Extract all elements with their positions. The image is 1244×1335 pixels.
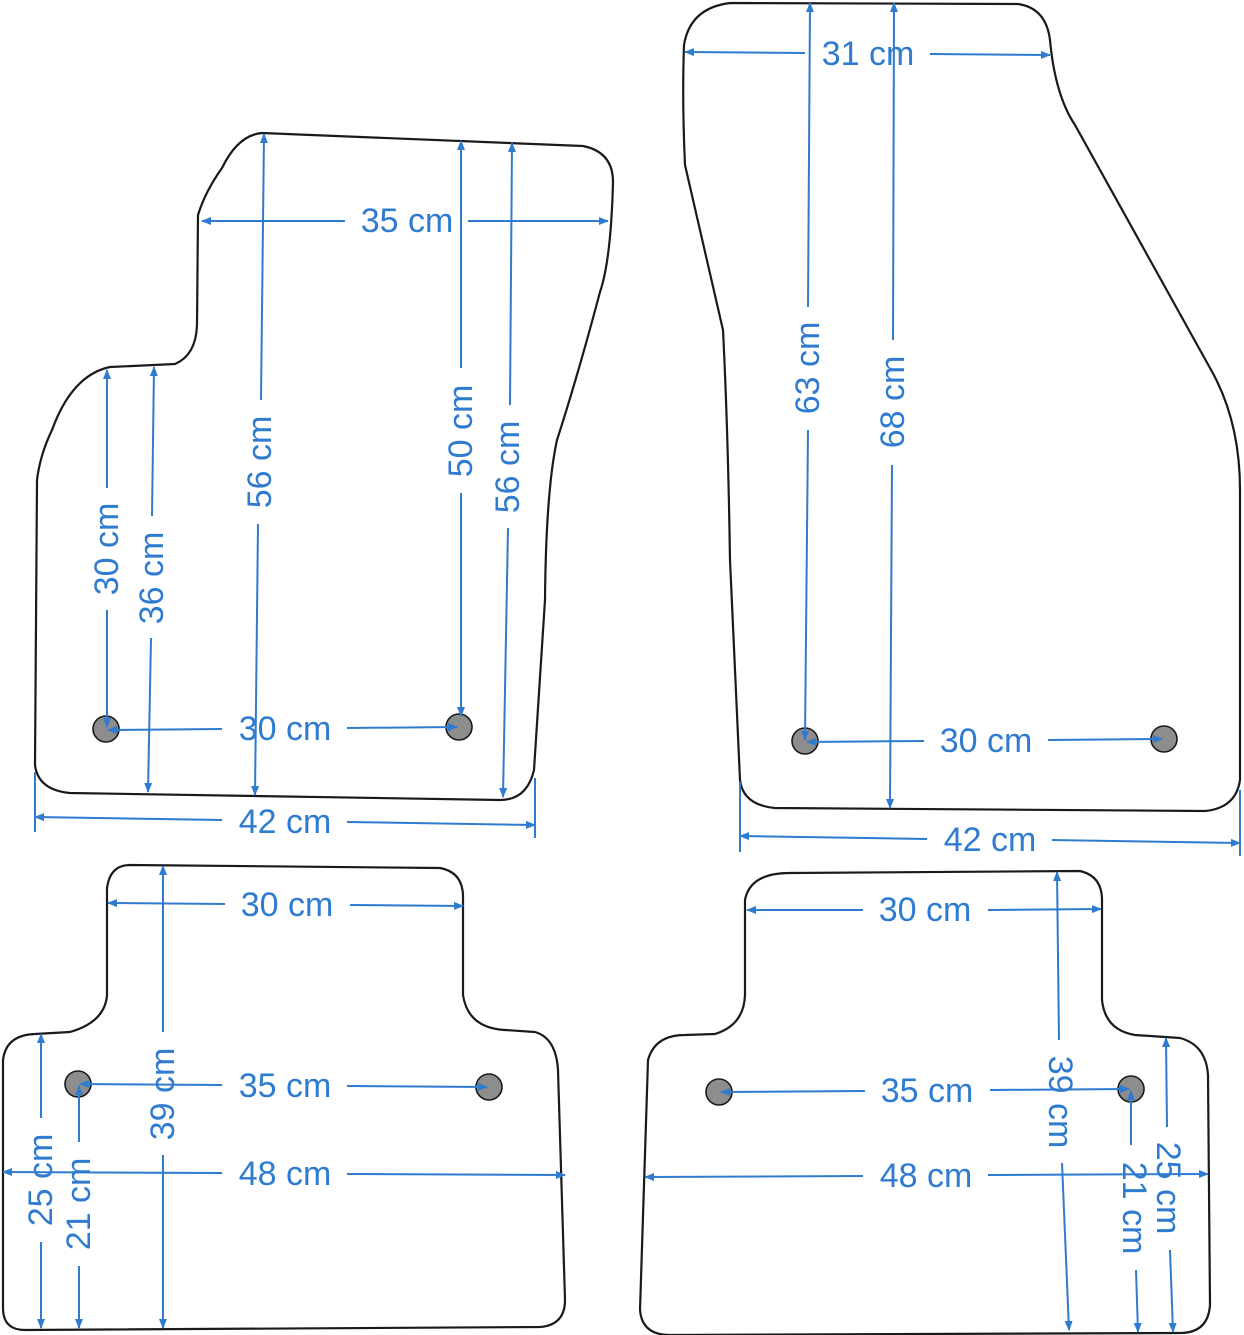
- dim-label: 50 cm: [442, 385, 480, 478]
- dim-line: [107, 899, 226, 908]
- dim-label: 56 cm: [489, 421, 527, 514]
- mat-rear-left-outline: [1, 863, 567, 1332]
- dim-label: 35 cm: [361, 202, 454, 240]
- dim-label: 30 cm: [241, 886, 334, 924]
- dim-label: 36 cm: [133, 532, 171, 625]
- mat-rear-right: 30 cm 35 cm 39 cm 48 cm 25 cm 21 cm: [638, 869, 1212, 1335]
- dim-line: [1168, 1249, 1177, 1333]
- dim-label: 25 cm: [22, 1134, 60, 1227]
- dim-label: 21 cm: [1115, 1162, 1153, 1255]
- dim-label: 39 cm: [144, 1048, 182, 1141]
- dim-label: 39 cm: [1041, 1056, 1079, 1149]
- dim-line: [346, 820, 536, 829]
- dim-line: [987, 1170, 1209, 1179]
- dim-label: 30 cm: [879, 891, 972, 929]
- dim-line: [1162, 1037, 1171, 1128]
- dim-line: [889, 2, 898, 341]
- dim-label: 63 cm: [789, 322, 827, 415]
- dim-line: [79, 1080, 223, 1089]
- dim-line: [1061, 1162, 1073, 1331]
- dim-label: 42 cm: [239, 803, 332, 841]
- dim-label: 56 cm: [241, 416, 279, 509]
- dim-line: [720, 1087, 866, 1096]
- dim-line: [346, 1082, 488, 1091]
- dim-line: [805, 2, 814, 308]
- dim-line: [507, 142, 516, 406]
- dim-label: 30 cm: [88, 503, 126, 596]
- dim-line: [929, 50, 1051, 59]
- dim-line: [987, 905, 1102, 914]
- dim-label: 21 cm: [60, 1158, 98, 1251]
- dim-label: 48 cm: [239, 1155, 332, 1193]
- mat-rear-left: 30 cm 35 cm 39 cm 48 cm 25 cm 21 cm: [1, 863, 567, 1332]
- dim-line: [346, 1170, 566, 1179]
- dim-line: [989, 1085, 1130, 1094]
- dim-line: [251, 523, 260, 796]
- dim-line: [34, 813, 223, 822]
- dim-line: [684, 48, 806, 57]
- dim-label: 48 cm: [880, 1157, 973, 1195]
- dim-line: [346, 723, 458, 732]
- mat-front-right-outline: [682, 1, 1242, 813]
- dim-line: [144, 637, 153, 793]
- mat-rear-right-outline: [638, 869, 1212, 1335]
- mat-front-left-outline: [33, 131, 615, 802]
- dim-line: [107, 725, 223, 734]
- dim-line: [349, 901, 464, 910]
- dim-label: 42 cm: [944, 821, 1037, 859]
- dim-line: [259, 133, 268, 401]
- dim-line: [2, 1168, 223, 1177]
- dim-label: 30 cm: [239, 710, 332, 748]
- dim-line: [886, 464, 895, 809]
- mat-front-left: 35 cm 56 cm 50 cm 56 cm 30 cm 36 cm 30 c…: [33, 131, 615, 841]
- dim-line: [644, 1172, 864, 1181]
- dim-line: [1133, 1269, 1142, 1333]
- dim-line: [739, 832, 928, 841]
- dim-line: [149, 366, 158, 517]
- dim-line: [1051, 838, 1241, 847]
- dim-label: 31 cm: [822, 35, 915, 73]
- dim-label: 68 cm: [874, 356, 912, 449]
- dim-line: [499, 527, 509, 798]
- dim-line: [806, 737, 925, 746]
- dim-line: [801, 429, 810, 741]
- dim-label: 35 cm: [881, 1072, 974, 1110]
- dim-label: 30 cm: [940, 722, 1033, 760]
- dim-label: 35 cm: [239, 1067, 332, 1105]
- dim-line: [1047, 735, 1163, 744]
- dim-label: 25 cm: [1149, 1142, 1187, 1235]
- dim-line: [1053, 871, 1062, 1041]
- mat-front-right: 31 cm 63 cm 68 cm 30 cm 42 cm: [682, 1, 1242, 859]
